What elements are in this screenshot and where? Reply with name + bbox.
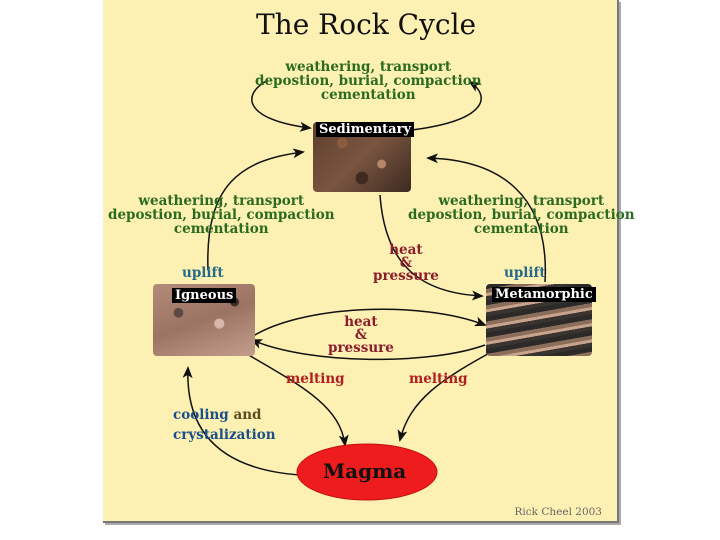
heat-lower-word: heat	[344, 314, 378, 330]
and-word: and	[233, 407, 262, 423]
arrow-metamorphic-to-sedimentary	[426, 153, 547, 283]
cooling-label: cooling and crystalization	[173, 405, 276, 445]
arrow-top-right	[411, 80, 482, 131]
uplift-left-label: uplift	[182, 265, 224, 281]
cooling-word: cooling	[173, 407, 229, 423]
process-left-line2: depostion, burial, compaction	[108, 207, 335, 223]
arrow-igneous-to-sedimentary	[207, 148, 305, 271]
process-top-line2: depostion, burial, compaction	[255, 73, 482, 89]
arrow-metamorphic-to-magma	[397, 349, 496, 442]
credit-text: Rick Cheel 2003	[514, 506, 603, 518]
process-right-line3: cementation	[473, 221, 569, 237]
process-label-right: weathering, transport depostion, burial,…	[408, 194, 635, 236]
process-label-left: weathering, transport depostion, burial,…	[108, 194, 335, 236]
igneous-label: Igneous	[172, 288, 237, 303]
arrow-igneous-to-magma	[239, 349, 349, 447]
arrow-top-left	[251, 79, 312, 132]
heat-pressure-upper: heat & pressure	[373, 242, 439, 284]
diagram-panel	[103, 0, 619, 523]
magma-ellipse	[296, 443, 438, 501]
crystalization-word: crystalization	[173, 427, 276, 443]
heat-upper-word: heat	[389, 242, 423, 258]
page-title: The Rock Cycle	[256, 8, 477, 41]
process-top-line1: weathering, transport	[285, 59, 452, 75]
process-right-line2: depostion, burial, compaction	[408, 207, 635, 223]
metamorphic-label: Metamorphic	[492, 287, 596, 302]
process-left-line3: cementation	[173, 221, 269, 237]
process-top-line3: cementation	[320, 87, 416, 103]
uplift-right-label: uplift	[504, 265, 546, 281]
ampersand-lower: &	[354, 327, 368, 343]
process-label-top: weathering, transport depostion, burial,…	[255, 60, 482, 102]
pressure-lower-word: pressure	[328, 340, 394, 356]
melting-left-label: melting	[286, 371, 345, 387]
heat-pressure-lower: heat & pressure	[328, 314, 394, 356]
process-right-line1: weathering, transport	[438, 193, 605, 209]
ampersand-upper: &	[399, 255, 413, 271]
arrow-sedimentary-to-metamorphic	[379, 194, 484, 301]
process-left-line1: weathering, transport	[138, 193, 305, 209]
pressure-upper-word: pressure	[373, 268, 439, 284]
arrow-igneous-to-metamorphic	[249, 308, 487, 339]
sedimentary-label: Sedimentary	[316, 122, 414, 137]
arrow-metamorphic-to-igneous	[250, 339, 486, 361]
magma-label: Magma	[323, 459, 407, 483]
melting-right-label: melting	[409, 371, 468, 387]
arrow-magma-to-igneous	[182, 366, 301, 476]
